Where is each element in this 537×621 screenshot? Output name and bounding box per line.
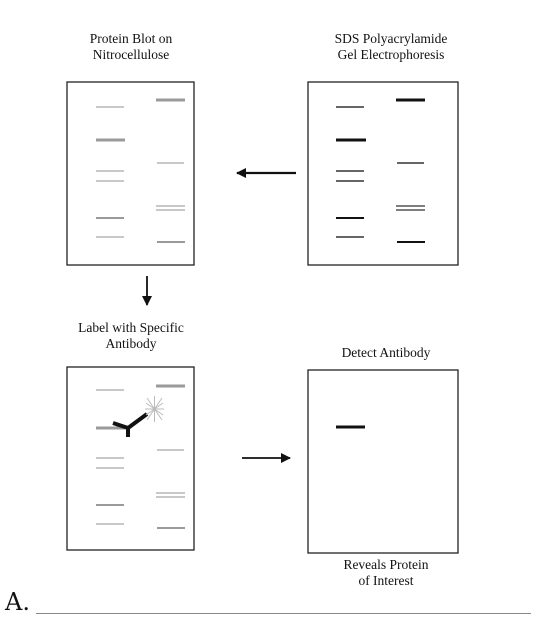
detect-antibody-label-text: Detect Antibody bbox=[341, 345, 431, 360]
signal-burst-icon bbox=[145, 396, 164, 422]
sds-gel-panel bbox=[307, 81, 459, 266]
sds-page-label-line2: Gel Electrophoresis bbox=[337, 47, 445, 62]
protein-blot-bands bbox=[96, 98, 185, 243]
protein-blot-frame bbox=[66, 81, 195, 266]
answer-blank-line[interactable] bbox=[36, 613, 531, 614]
answer-letter: A. bbox=[5, 588, 30, 616]
protein-blot-label-line2: Nitrocellulose bbox=[92, 47, 170, 62]
sds-gel-frame bbox=[307, 81, 459, 266]
detect-antibody-label: Detect Antibody bbox=[316, 345, 456, 361]
reveals-protein-label-line1: Reveals Protein bbox=[343, 557, 429, 572]
detect-panel bbox=[307, 369, 459, 554]
protein-blot-label-line1: Protein Blot on bbox=[89, 31, 173, 46]
antibody-label-panel bbox=[66, 366, 195, 551]
reveals-protein-label-line2: of Interest bbox=[358, 573, 414, 588]
antibody-label-frame bbox=[66, 366, 195, 551]
label-antibody-label-line1: Label with Specific bbox=[78, 320, 184, 335]
label-antibody-label-line2: Antibody bbox=[105, 336, 157, 351]
sds-gel-bands bbox=[336, 98, 425, 243]
sds-page-label-line1: SDS Polyacrylamide bbox=[334, 31, 448, 46]
sds-page-label: SDS Polyacrylamide Gel Electrophoresis bbox=[296, 31, 486, 63]
reveals-protein-label: Reveals Protein of Interest bbox=[316, 557, 456, 589]
label-antibody-label: Label with Specific Antibody bbox=[56, 320, 206, 352]
protein-blot-panel bbox=[66, 81, 195, 266]
antibody-label-bands bbox=[96, 384, 185, 529]
antibody-icon bbox=[112, 412, 149, 437]
detect-frame bbox=[307, 369, 459, 554]
protein-blot-label: Protein Blot on Nitrocellulose bbox=[56, 31, 206, 63]
